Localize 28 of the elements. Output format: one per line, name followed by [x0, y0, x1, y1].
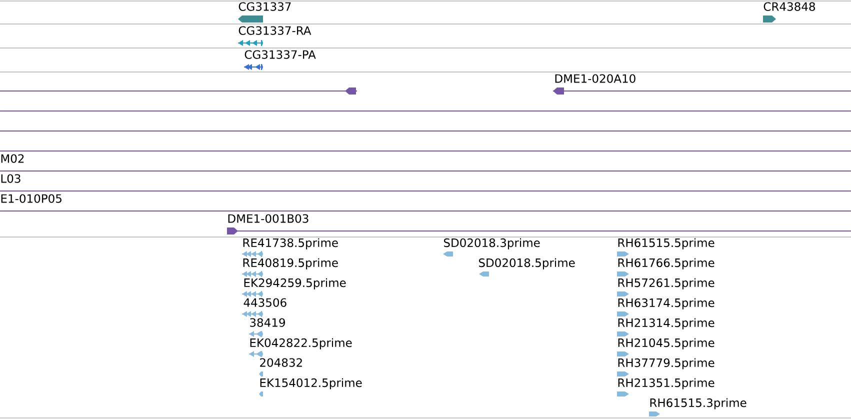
feature-label: RH21045.5prime	[618, 338, 714, 350]
feature-label: L03	[1, 174, 20, 183]
feature-label: RH21314.5prime	[618, 318, 714, 330]
feature-label: CG31337	[238, 2, 291, 11]
feature-label: EK294259.5prime	[244, 278, 346, 290]
feature-label: DME1-020A10	[555, 74, 636, 83]
feature-label: RH21351.5prime	[618, 378, 714, 390]
feature-label: CG31337-PA	[244, 50, 316, 59]
feature-label: 38419	[250, 318, 285, 327]
feature-label: RH61515.5prime	[618, 238, 714, 250]
feature-label: SD02018.5prime	[478, 258, 575, 270]
feature-label: 443506	[244, 298, 286, 307]
feature-label: M02	[1, 154, 24, 163]
feature-label: RH57261.5prime	[618, 278, 714, 290]
feature-label: RH37779.5prime	[618, 358, 714, 370]
feature-label: DME1-001B03	[228, 214, 308, 223]
feature-label: CG31337-RA	[238, 26, 312, 35]
feature-label: SD02018.3prime	[444, 238, 540, 250]
feature-label: RE41738.5prime	[243, 238, 338, 250]
feature-label: EK042822.5prime	[250, 338, 352, 350]
feature-label: RH61766.5prime	[618, 258, 714, 270]
feature-label: RE40819.5prime	[243, 258, 338, 270]
feature-label: E1-010P05	[1, 194, 62, 203]
feature-label: EK154012.5prime	[260, 378, 362, 390]
feature-label: RH61515.3prime	[650, 398, 746, 410]
feature-label: RH63174.5prime	[618, 298, 714, 310]
feature-label: CR43848	[764, 2, 815, 11]
feature-label: 204832	[260, 358, 302, 367]
